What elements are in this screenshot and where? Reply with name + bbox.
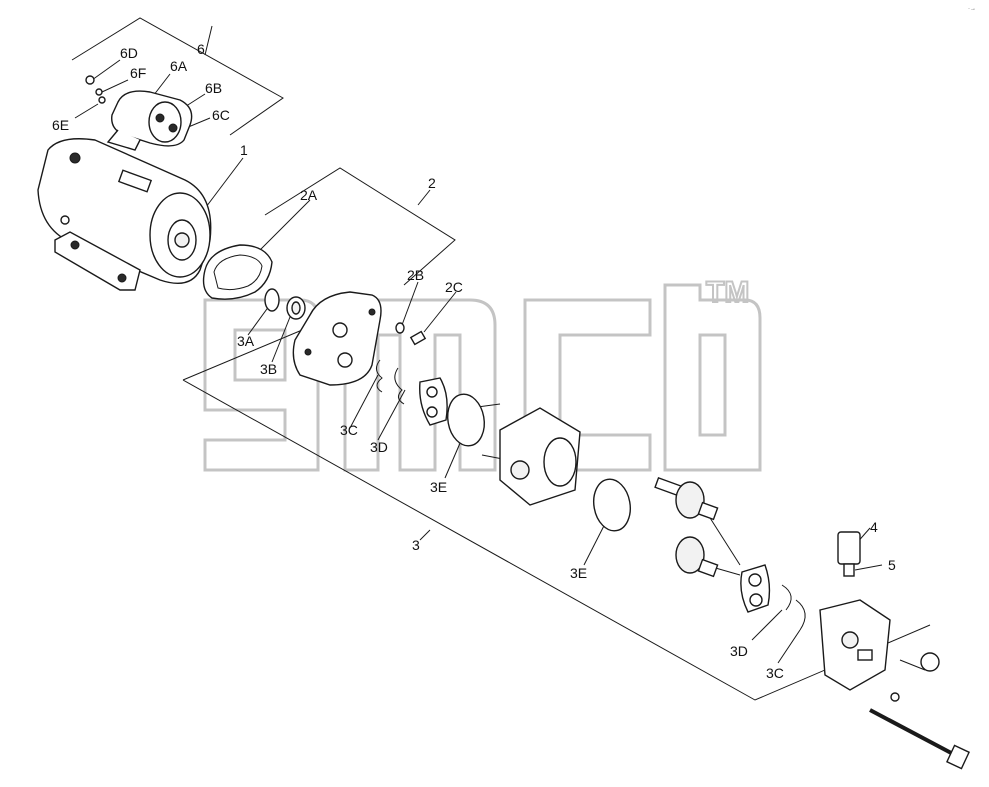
gasket-2a [202, 244, 273, 300]
callout-3e-right: 3E [570, 565, 587, 581]
seal-3b [286, 296, 306, 320]
ring-3a [264, 288, 280, 312]
callout-6b: 6B [205, 80, 222, 96]
callout-3c-right: 3C [766, 665, 784, 681]
callout-6a: 6A [170, 58, 188, 74]
nut [890, 692, 900, 702]
callout-5: 5 [888, 557, 896, 573]
callout-3c-left: 3C [340, 422, 358, 438]
callout-3d-left: 3D [370, 439, 388, 455]
callout-3d-right: 3D [730, 643, 748, 659]
callout-2a: 2A [300, 187, 318, 203]
o-ring-3e-left [447, 393, 485, 447]
pump-body [499, 407, 581, 506]
solenoid-assembly [85, 75, 193, 151]
screw-2c [409, 330, 427, 346]
callout-6e: 6E [52, 117, 69, 133]
motor-assembly [37, 138, 212, 291]
o-ring-3e-right [593, 478, 631, 532]
pump-front-plate [292, 291, 382, 386]
relief-valve [837, 531, 861, 577]
callout-6d: 6D [120, 45, 138, 61]
callout-2c: 2C [445, 279, 463, 295]
plug [920, 652, 940, 672]
callout-3: 3 [412, 537, 420, 553]
idler-gear [675, 536, 719, 578]
bearing-block [419, 377, 448, 426]
callout-2b: 2B [407, 267, 424, 283]
callout-2: 2 [428, 175, 436, 191]
trademark-mark: TM [706, 276, 749, 309]
leader-lines [71, 17, 931, 701]
long-bolt [869, 708, 970, 770]
callout-6c: 6C [212, 107, 230, 123]
callout-3b: 3B [260, 361, 277, 377]
seal-3d-right [781, 584, 792, 611]
callout-1: 1 [240, 142, 248, 158]
rear-bearing-block [740, 564, 771, 613]
callout-6: 6 [197, 41, 205, 57]
callout-3a: 3A [237, 333, 255, 349]
callout-4: 4 [870, 519, 878, 535]
seal-3c-right [795, 599, 806, 631]
pump-end-cover [819, 599, 891, 691]
drive-gear [654, 476, 719, 521]
callout-labels: 6 6D 6F 6A 6B 6E 6C 1 2 2A 2B 2C 3A 3B 3… [52, 41, 896, 681]
seal-3c-small [376, 359, 383, 393]
seal-3d-small [394, 367, 405, 405]
callout-6f: 6F [130, 65, 146, 81]
callout-3e-left: 3E [430, 479, 447, 495]
washer-2b [395, 322, 405, 334]
watermark-logo: TM [203, 275, 762, 472]
corner-mark: ·→ [968, 6, 976, 12]
